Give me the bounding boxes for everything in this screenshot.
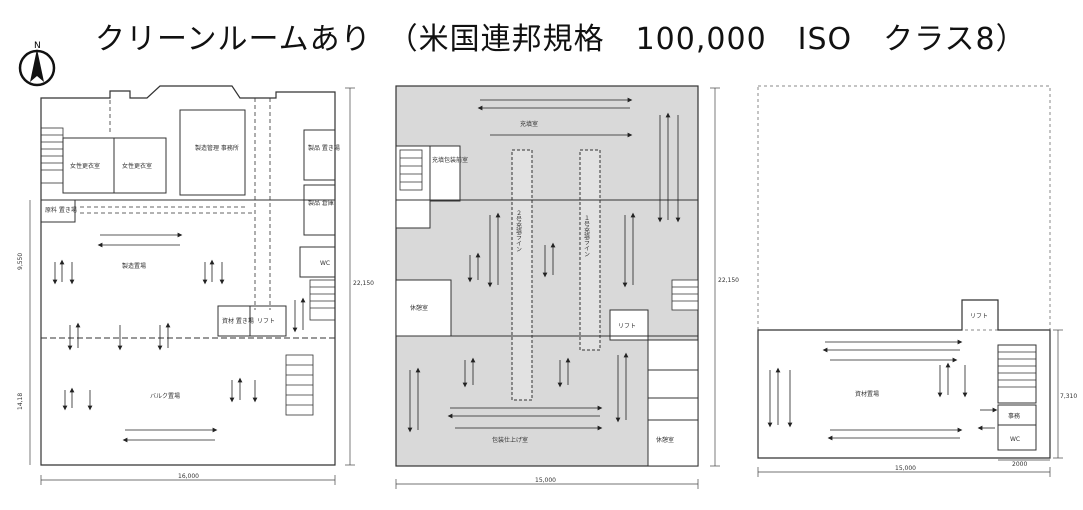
plan2-height-dim: 22,150	[718, 277, 739, 284]
room-female-locker-2: 女性更衣室	[122, 162, 152, 170]
plan3-height-dim: 7,310	[1060, 393, 1077, 400]
room-changing: 充填包装前室	[432, 156, 468, 164]
plan2-labels: 充填室 充填包装前室 ２号充填ライン １号充填ライン 休憩室 リフト 包装仕上げ…	[410, 120, 739, 484]
room-storage-3: 資材置場	[855, 390, 879, 398]
plan1-width-dim: 16,000	[178, 473, 199, 480]
room-bulk-storage: バルク置場	[150, 392, 180, 400]
room-lift-3: リフト	[970, 313, 988, 320]
floor-plan-1	[29, 85, 355, 485]
floor-plan-2	[395, 85, 720, 489]
room-storage-top: 充填室	[520, 120, 538, 128]
page-title: クリーンルームあり （米国連邦規格 100,000 ISO クラス8）	[95, 22, 1027, 57]
compass-label: N	[34, 41, 41, 51]
room-warehouse-2: 製品 倉庫	[308, 199, 334, 207]
room-warehouse-1: 製品 置き場	[308, 144, 340, 152]
north-compass-icon: N	[18, 41, 56, 87]
plan1-lower-dim: 14,18	[17, 393, 24, 410]
plan1-labels: 女性更衣室 女性更衣室 製造管理 事務所 製品 置き場 製品 倉庫 原料 置き場…	[17, 144, 374, 480]
room-packing-room: 包装仕上げ室	[492, 436, 528, 444]
room-break-room: 休憩室	[410, 304, 428, 312]
room-rest: 休憩室	[656, 436, 674, 444]
plan3-width-dim: 15,000	[895, 465, 916, 472]
plan2-width-dim: 15,000	[535, 477, 556, 484]
room-wc-3: WC	[1010, 436, 1020, 443]
floor-plan-3	[757, 85, 1063, 477]
room-line-2: ２号充填ライン	[515, 210, 522, 252]
room-packing: 資材 置き場	[222, 317, 254, 325]
room-production-area: 製造置場	[122, 262, 146, 270]
room-raw-material: 原料 置き場	[45, 206, 77, 214]
room-office: 事務	[1008, 412, 1020, 420]
room-line-1: １号充填ライン	[583, 215, 590, 257]
room-lift-2: リフト	[618, 323, 636, 330]
room-female-locker-1: 女性更衣室	[70, 162, 100, 170]
room-wc-1: WC	[320, 260, 330, 267]
plan3-labels: リフト 資材置場 事務 WC 15,000 7,310 2000	[855, 313, 1077, 472]
plan1-height-dim: 22,150	[353, 280, 374, 287]
room-lift-1: リフト	[257, 318, 275, 325]
room-manufacturing-mgmt: 製造管理 事務所	[195, 144, 239, 152]
plan1-upper-dim: 9,550	[17, 253, 24, 270]
plan3-small-dim: 2000	[1012, 461, 1027, 468]
